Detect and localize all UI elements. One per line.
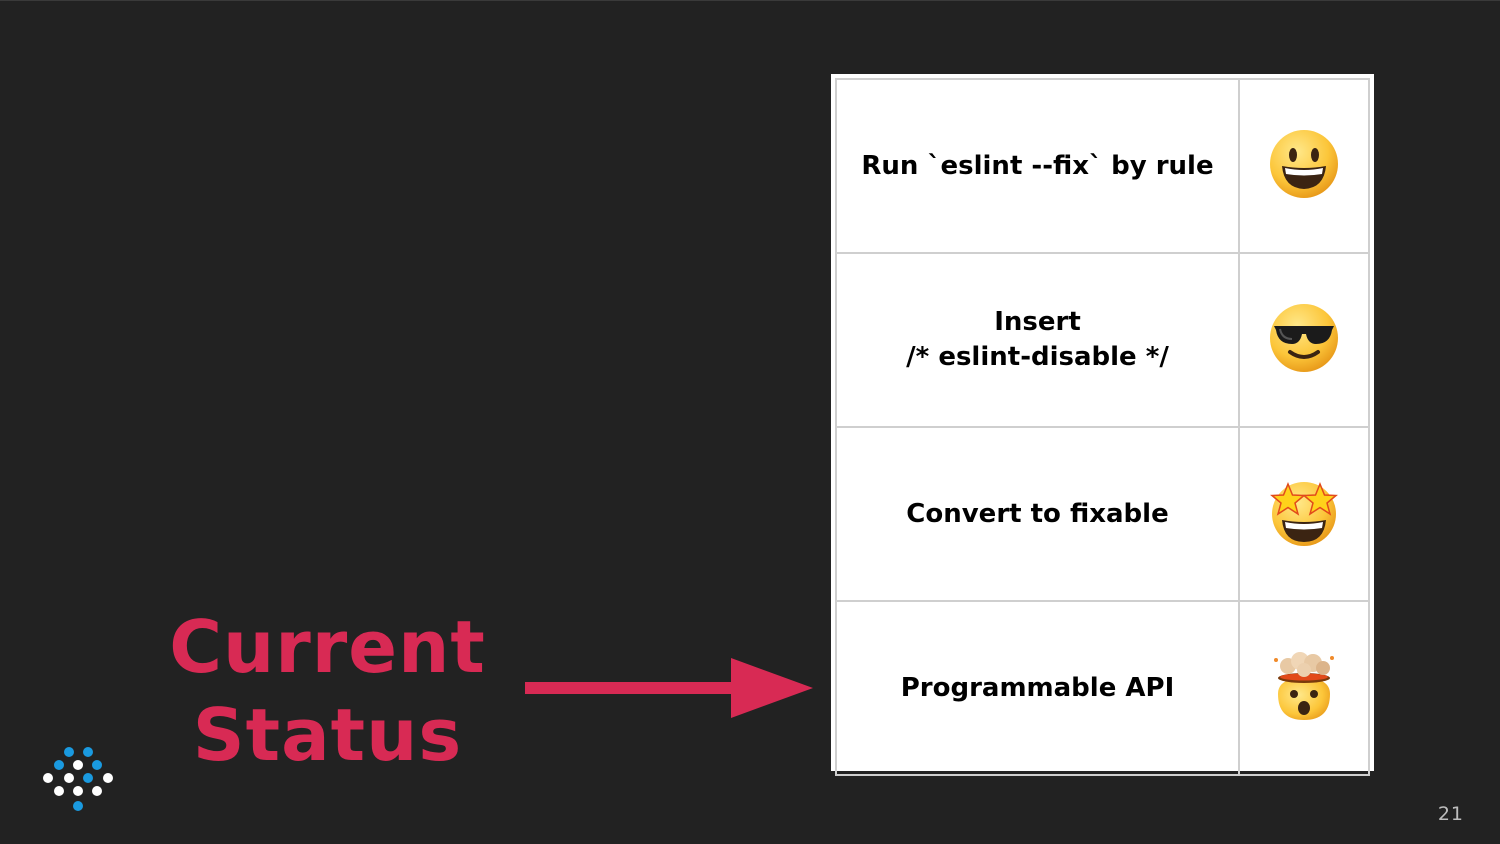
page-number: 21 [1437, 803, 1464, 825]
grinning-face-icon [1268, 128, 1340, 200]
row-label: Run `eslint --fix` by rule [861, 150, 1214, 181]
right-arrow-icon [523, 656, 815, 724]
top-border-line [0, 0, 1500, 1]
table-row: Programmable API [835, 600, 1370, 776]
slide-title: Current Status [150, 603, 505, 779]
table-cell-label: Run `eslint --fix` by rule [835, 78, 1240, 254]
title-line-2: Status [192, 693, 463, 777]
table-cell-label: Insert /* eslint-disable */ [835, 252, 1240, 428]
table-cell-label: Convert to fixable [835, 426, 1240, 602]
status-table: Run `eslint --fix` by rule [835, 78, 1370, 776]
table-row: Insert /* eslint-disable */ [835, 252, 1370, 428]
table-row: Convert to fixable [835, 426, 1370, 602]
star-struck-icon [1268, 476, 1340, 548]
table-cell-emoji [1238, 78, 1370, 254]
dot-grid-logo-icon [40, 745, 118, 819]
table-row: Run `eslint --fix` by rule [835, 78, 1370, 254]
table-cell-emoji [1238, 600, 1370, 776]
title-line-1: Current [169, 605, 486, 689]
exploding-head-icon [1268, 650, 1340, 722]
row-label: Programmable API [900, 672, 1175, 703]
table-cell-label: Programmable API [835, 600, 1240, 776]
row-label: Convert to fixable [906, 498, 1169, 529]
smiling-face-with-sunglasses-icon [1268, 302, 1340, 374]
row-label: Insert /* eslint-disable */ [906, 307, 1169, 372]
table-cell-emoji [1238, 426, 1370, 602]
table-cell-emoji [1238, 252, 1370, 428]
status-table-card: Run `eslint --fix` by rule [831, 74, 1374, 776]
